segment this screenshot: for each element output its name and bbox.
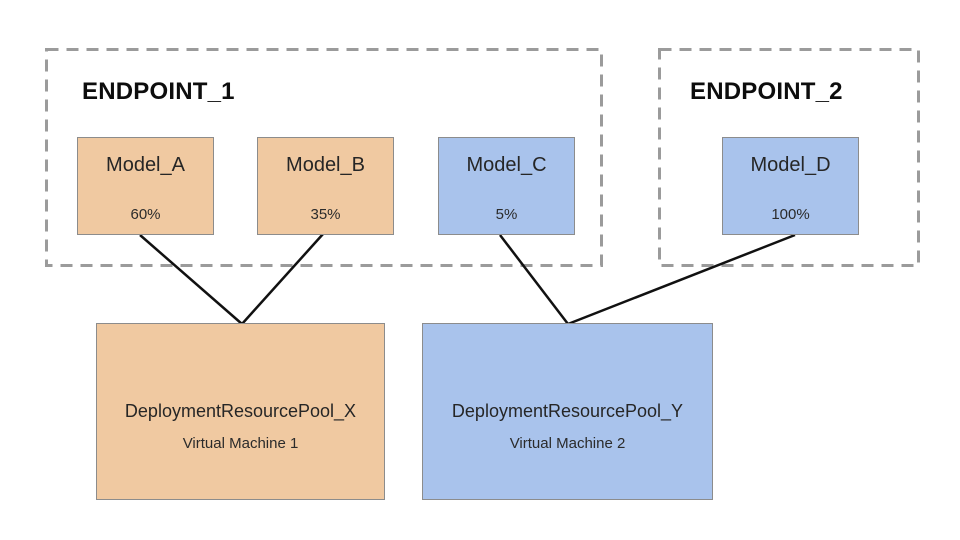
model-d-name: Model_D — [750, 154, 831, 176]
connector-model-d-to-pool-y — [567, 233, 796, 326]
connector-model-c-to-pool-y — [499, 234, 569, 325]
model-c-name: Model_C — [466, 154, 547, 176]
model-a-traffic-split: 60% — [130, 206, 161, 223]
connector-model-b-to-pool-x — [241, 233, 324, 325]
pool-y-machine: Virtual Machine 2 — [509, 435, 626, 452]
pool-x-name: DeploymentResourcePool_X — [124, 401, 357, 421]
endpoint-1-frame — [45, 48, 603, 267]
model-b-traffic-split: 35% — [310, 206, 341, 223]
endpoint-2-label: ENDPOINT_2 — [690, 78, 843, 105]
deployment-resource-pool-x-node: DeploymentResourcePool_X Virtual Machine… — [96, 323, 385, 500]
endpoint-1-label: ENDPOINT_1 — [82, 78, 235, 105]
model-b-name: Model_B — [286, 154, 365, 176]
pool-y-name: DeploymentResourcePool_Y — [451, 401, 684, 421]
connector-model-a-to-pool-x — [139, 234, 243, 325]
model-a-node: Model_A 60% — [77, 137, 214, 235]
model-d-node: Model_D 100% — [722, 137, 859, 235]
model-a-name: Model_A — [106, 154, 185, 176]
model-c-traffic-split: 5% — [495, 206, 518, 223]
deployment-resource-pool-y-node: DeploymentResourcePool_Y Virtual Machine… — [422, 323, 713, 500]
pool-x-machine: Virtual Machine 1 — [182, 435, 299, 452]
model-d-traffic-split: 100% — [771, 206, 810, 223]
model-c-node: Model_C 5% — [438, 137, 575, 235]
model-b-node: Model_B 35% — [257, 137, 394, 235]
endpoint-2-frame — [658, 48, 920, 267]
